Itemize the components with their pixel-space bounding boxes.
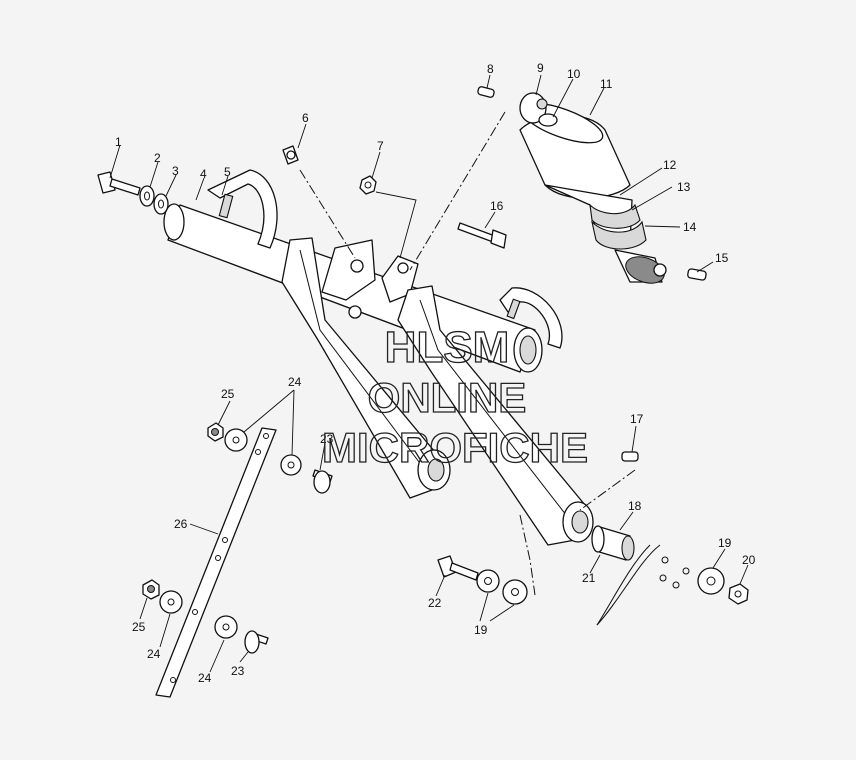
part-7-nut [359,175,377,195]
callout-24-lower-right: 24 [198,671,212,685]
callout-24-upper: 24 [288,375,302,389]
part-24-washer-upper-1 [224,428,248,452]
part-24-washer-lower-2 [214,615,238,639]
callout-1: 1 [115,135,122,149]
part-6-grease-fitting [282,145,299,165]
callout-26: 26 [174,517,188,531]
watermark: HLSM ONLINE MICROFICHE [321,322,588,471]
watermark-line-3: MICROFICHE [322,424,588,471]
part-3-washer [153,193,169,215]
part-20-nut [728,583,749,605]
callout-18: 18 [628,499,642,513]
callout-10: 10 [567,67,581,81]
assembly-lines [299,111,636,596]
right-swing-arm [397,285,594,546]
watermark-line-2: ONLINE [368,374,527,421]
callout-labels: 1 2 3 4 5 6 7 8 9 10 11 12 13 14 15 16 1… [115,61,756,685]
watermark-line-1: HLSM [385,323,510,372]
callout-8: 8 [487,62,494,76]
callout-20: 20 [742,553,756,567]
callout-7: 7 [377,139,384,153]
callout-15: 15 [715,251,729,265]
callout-6: 6 [302,111,309,125]
callout-23-upper: 23 [320,432,334,446]
callout-13: 13 [677,180,691,194]
callout-4: 4 [200,167,207,181]
part-24-washer-lower-1 [159,590,183,614]
part-26-strap [155,427,277,698]
part-25-nut-upper [207,422,224,442]
leader-lines [109,74,749,673]
part-9-bushing [519,92,548,124]
part-22-bolt [437,555,479,581]
part-23-bolt-upper [312,469,333,494]
left-swing-arm [281,237,451,499]
callout-24-lower-left: 24 [147,647,161,661]
callout-9: 9 [537,61,544,75]
part-25-nut-lower [142,579,160,600]
part-24-washer-upper-2 [280,454,302,476]
callout-22: 22 [428,596,442,610]
callout-2: 2 [154,151,161,165]
part-16-bolt [457,222,507,249]
right-clamp [499,287,563,349]
callout-14: 14 [683,220,697,234]
callout-5: 5 [224,165,231,179]
callout-3: 3 [172,164,179,178]
callout-25-upper: 25 [221,387,235,401]
callout-12: 12 [663,158,677,172]
callout-19-right: 19 [718,536,732,550]
part-11-shock-absorber [519,102,667,284]
callout-19-lower: 19 [474,623,488,637]
part-17-grease-fitting [621,451,639,462]
part-18-bushing [591,525,635,561]
callout-23-lower: 23 [231,664,245,678]
part-1-bolt [97,171,141,196]
part-19-washer-lower-1 [476,569,500,593]
callout-21: 21 [582,571,596,585]
part-23-bolt-lower [244,630,269,654]
cover-plate [596,544,690,626]
part-8-pin [477,86,495,98]
callout-17: 17 [630,412,644,426]
callout-11: 11 [600,77,613,91]
part-19-washer-lower-2 [502,579,528,605]
part-15-pin [687,268,707,281]
part-19-washer-right [697,567,725,595]
callout-25-lower: 25 [132,620,146,634]
part-2-washer [139,185,155,207]
part-10-sleeve [538,113,558,127]
part-5-clamp [207,169,278,249]
callout-16: 16 [490,199,504,213]
